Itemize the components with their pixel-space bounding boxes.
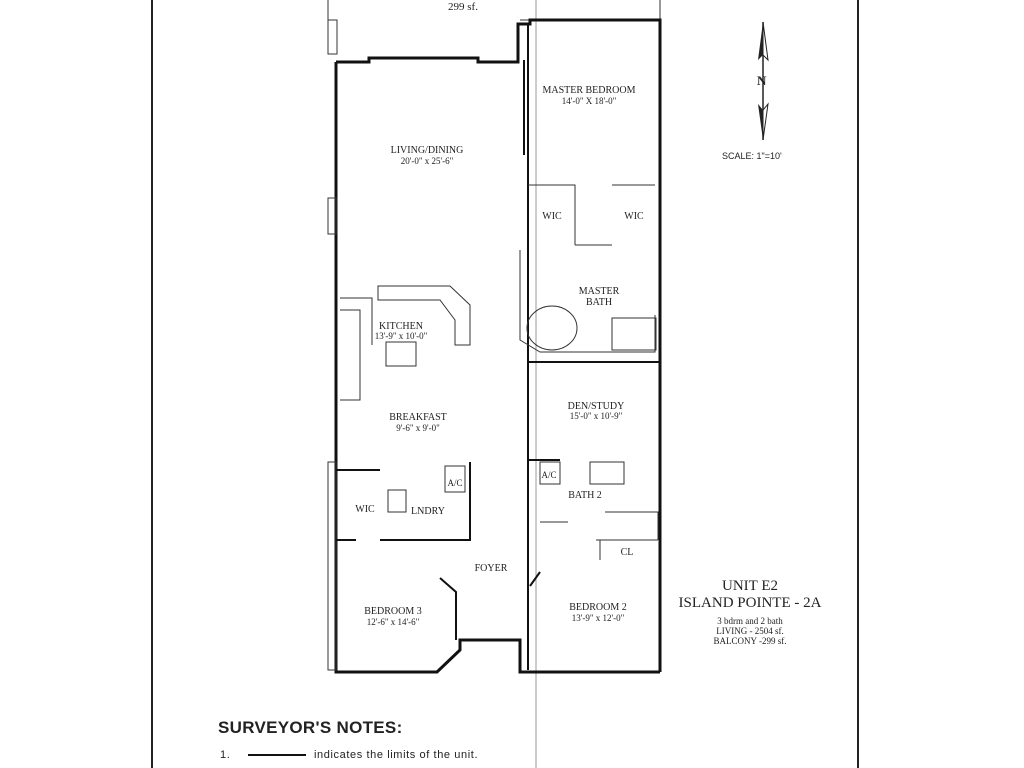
room-ac-1: A/C (541, 470, 556, 480)
balcony (327, 0, 661, 55)
unit-bedrooms: 3 bdrm and 2 bath (717, 616, 783, 626)
room-bedroom-3-size: 12'-6" x 14'-6" (367, 617, 420, 627)
room-bedroom-3: BEDROOM 3 (364, 606, 422, 617)
room-bath-2: BATH 2 (568, 490, 602, 501)
room-bedroom-2-size: 13'-9" x 12'-0" (572, 613, 625, 623)
room-laundry: LNDRY (411, 506, 445, 517)
balcony-area: 299 sf. (433, 1, 493, 13)
room-ac-2: A/C (447, 478, 462, 488)
room-breakfast: BREAKFAST (389, 412, 447, 423)
unit-balcony-area: BALCONY -299 sf. (713, 636, 787, 646)
unit-walls (327, 18, 662, 674)
room-wic-bedroom3: WIC (355, 504, 375, 515)
room-living-dining-size: 20'-0" x 25'-6" (401, 156, 454, 166)
north-arrow-icon (758, 21, 769, 141)
room-den-study-size: 15'-0" x 10'-9" (570, 411, 623, 421)
unit-title: UNIT E2 (722, 578, 778, 594)
room-breakfast-size: 9'-6" x 9'-0" (396, 423, 440, 433)
room-master-bath-2: BATH (586, 297, 612, 308)
room-bedroom-2: BEDROOM 2 (569, 602, 627, 613)
room-foyer: FOYER (475, 563, 508, 574)
room-master-bath: MASTER (579, 286, 620, 297)
room-wic-right: WIC (624, 211, 644, 222)
room-master-bedroom: MASTER BEDROOM (542, 85, 635, 96)
note-item: 1. indicates the limits of the unit. (220, 749, 478, 761)
note-text: indicates the limits of the unit. (314, 749, 479, 761)
room-master-bedroom-size: 14'-0" X 18'-0" (562, 96, 617, 106)
room-kitchen-size: 13'-9" x 10'-0" (375, 331, 428, 341)
north-label: N (757, 73, 767, 88)
unit-living-area: LIVING - 2504 sf. (716, 626, 784, 636)
unit-subtitle: ISLAND POINTE - 2A (678, 595, 822, 611)
room-wic-left: WIC (542, 211, 562, 222)
room-closet: CL (621, 547, 634, 558)
room-den-study: DEN/STUDY (568, 401, 625, 412)
room-kitchen: KITCHEN (379, 321, 423, 332)
scale-label: SCALE: 1"=10' (722, 151, 782, 161)
room-living-dining: LIVING/DINING (391, 145, 464, 156)
note-number: 1. (220, 749, 231, 761)
surveyors-notes-title: SURVEYOR'S NOTES: (218, 718, 403, 737)
unit-info: UNIT E2 ISLAND POINTE - 2A 3 bdrm and 2 … (660, 578, 840, 646)
unit-limit-line-icon (248, 754, 306, 757)
